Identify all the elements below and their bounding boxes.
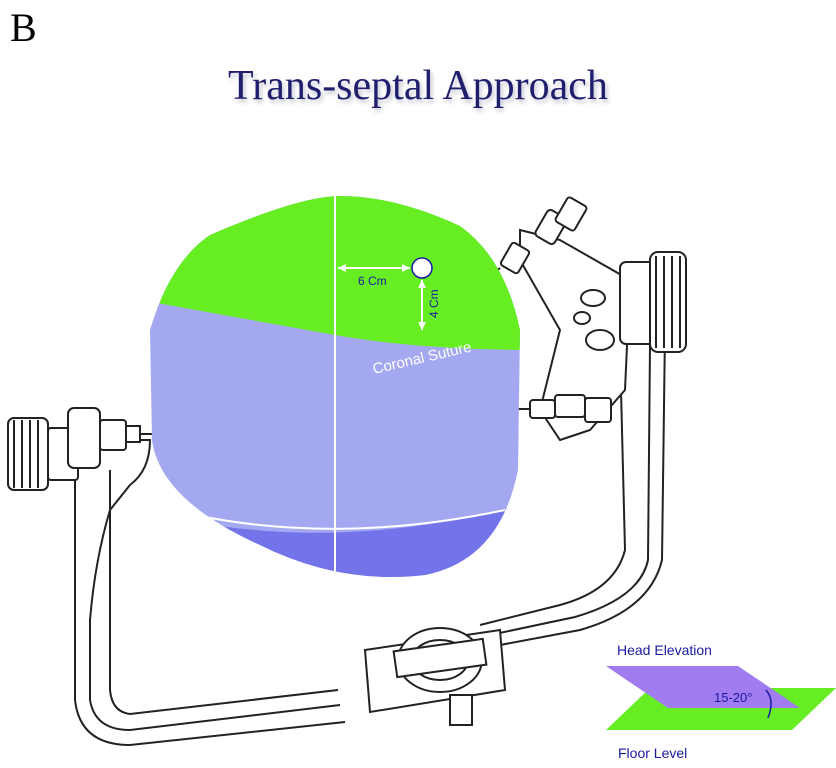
figure-title: Trans-septal Approach bbox=[228, 63, 608, 109]
entry-point-measurements: 6 Cm 4 Cm bbox=[338, 257, 441, 330]
entry-point-marker bbox=[411, 257, 433, 279]
head-holder-frame bbox=[7, 196, 687, 747]
frontal-region bbox=[150, 196, 520, 350]
horizontal-measure-label: 6 Cm bbox=[358, 274, 387, 288]
vertical-measure-label: 4 Cm bbox=[427, 289, 441, 318]
angle-label: 15-20° bbox=[714, 690, 752, 705]
head-elevation-label: Head Elevation bbox=[617, 642, 712, 658]
occipital-curve bbox=[194, 509, 506, 530]
panel-label: B bbox=[10, 5, 37, 50]
skull-top-view bbox=[150, 196, 520, 577]
head-elevation-plane bbox=[606, 666, 800, 708]
angle-inset: Head Elevation 15-20° Floor Level bbox=[606, 642, 836, 761]
angle-arc bbox=[765, 689, 772, 719]
floor-level-label: Floor Level bbox=[618, 745, 687, 761]
